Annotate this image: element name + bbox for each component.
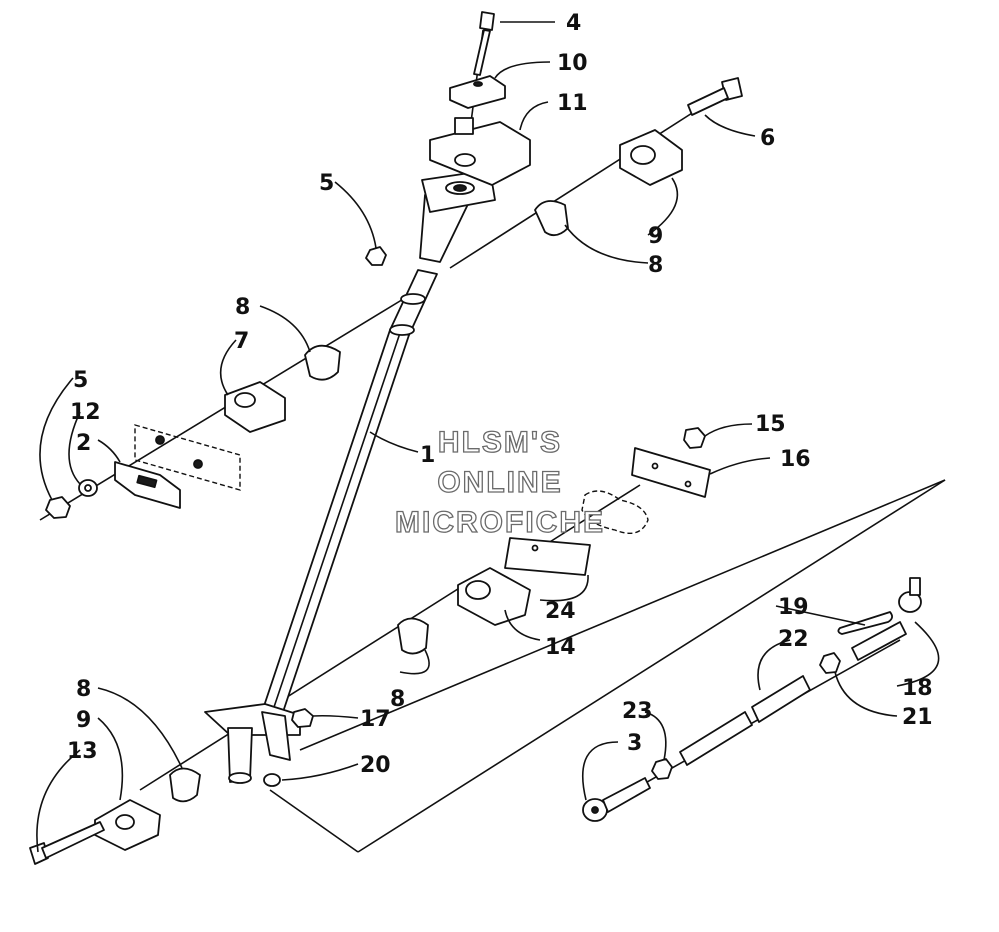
callout-1: 1 [420,443,435,468]
callout-9-upper: 9 [648,224,663,249]
nut-15 [683,427,706,449]
tie-rod-end-3 [582,777,651,822]
callout-7: 7 [234,329,249,354]
clamp-block-11 [429,117,531,186]
callout-22: 22 [778,627,809,652]
bolt-4 [473,11,495,76]
callout-8-left: 8 [235,295,250,320]
dashed-mount-plate [581,490,649,534]
nut-23 [651,758,673,780]
callout-18: 18 [902,676,933,701]
bushing-8-lower [397,617,429,655]
bushing-8-bottom [169,767,201,803]
plate-24 [504,537,591,576]
watermark-line-1: HLSM'S [438,426,562,459]
callout-21: 21 [902,705,933,730]
clamp-9-upper [619,129,683,186]
cotter-pin-19 [837,611,893,635]
callout-2: 2 [76,431,91,456]
bolt-13 [29,821,105,865]
watermark: HLSM'S ONLINE MICROFICHE [394,425,605,539]
callout-17: 17 [360,707,391,732]
callout-4: 4 [566,11,581,36]
nut-17 [291,708,314,728]
callout-15: 15 [755,412,786,437]
bracket-2 [114,461,181,509]
callout-labels: 4 10 11 6 5 9 8 8 7 5 12 2 1 15 16 24 14… [67,11,933,778]
callout-5-left: 5 [73,368,88,393]
callout-19: 19 [778,595,809,620]
block-14 [457,567,531,626]
steering-post [204,169,496,784]
callout-8-bottom: 8 [76,677,91,702]
callout-11: 11 [557,91,588,116]
clamp-cap-10 [449,75,506,109]
callout-14: 14 [545,635,576,660]
callout-10: 10 [557,51,588,76]
callout-9-lower: 9 [76,708,91,733]
clamp-7 [224,381,286,433]
callout-20: 20 [360,753,391,778]
nut-5-left [45,496,71,519]
callout-16: 16 [780,447,811,472]
callout-8-lower: 8 [390,687,405,712]
callout-3: 3 [627,731,642,756]
plate-16 [631,447,711,498]
dashed-reference-plate [134,424,241,491]
callout-5-upper: 5 [319,171,334,196]
bushing-8-upper [534,200,569,237]
washer-12 [78,479,98,497]
watermark-line-2: ONLINE [437,466,562,499]
callout-13: 13 [67,739,98,764]
callout-23: 23 [622,699,653,724]
washer-20 [263,773,281,787]
tie-rod-22 [679,675,811,766]
tie-rod-end-18 [851,577,922,661]
clamp-9-lower [94,799,161,851]
bolt-6 [687,77,743,116]
bushing-8-left [304,344,341,381]
callout-24: 24 [545,599,576,624]
nut-5-upper [365,246,387,266]
watermark-line-3: MICROFICHE [395,506,605,539]
callout-leaders [36,21,940,853]
callout-6: 6 [760,126,775,151]
nut-21 [819,652,841,674]
callout-8-upper: 8 [648,253,663,278]
callout-12: 12 [70,400,101,425]
